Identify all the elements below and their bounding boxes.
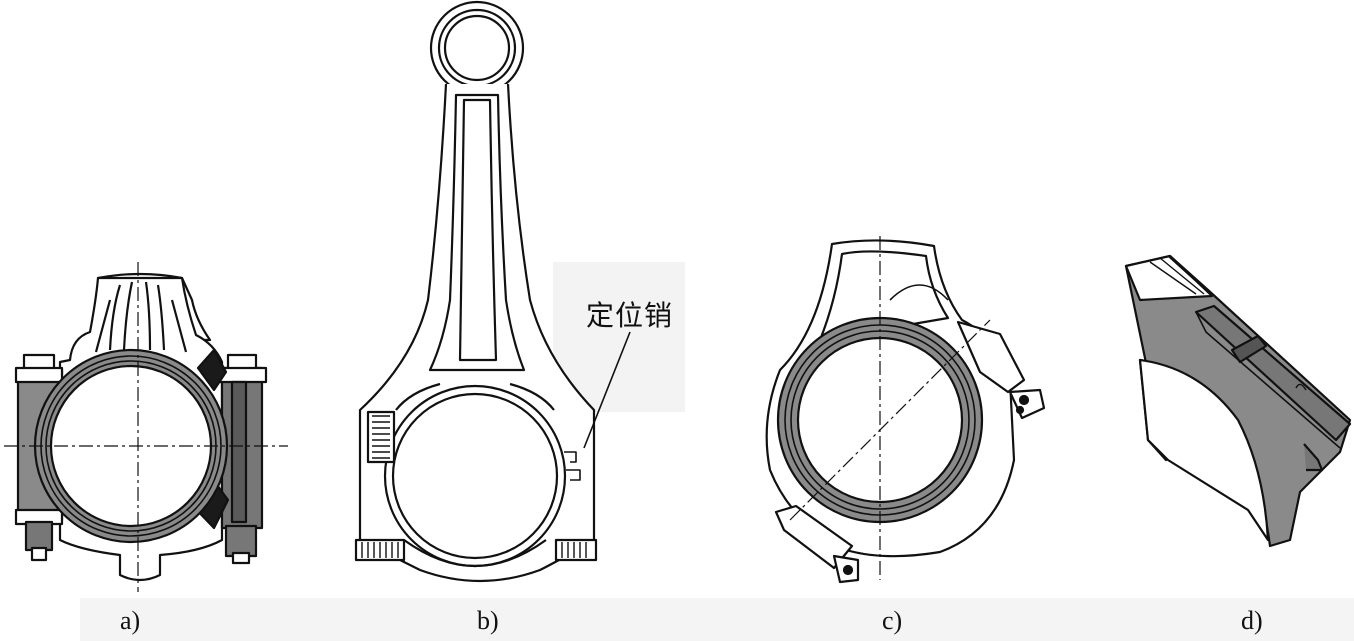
view-d-section (1124, 254, 1352, 548)
caption-a: a) (120, 606, 141, 635)
locating-pin-label: 定位销 (586, 299, 674, 332)
caption-d: d) (1241, 606, 1263, 635)
caption-band (80, 598, 1354, 641)
view-a-big-end-front (4, 262, 288, 592)
caption-c: c) (882, 606, 903, 635)
caption-b: b) (477, 606, 499, 635)
view-c-angled-split (765, 236, 1046, 584)
view-b-connecting-rod (354, 0, 631, 583)
